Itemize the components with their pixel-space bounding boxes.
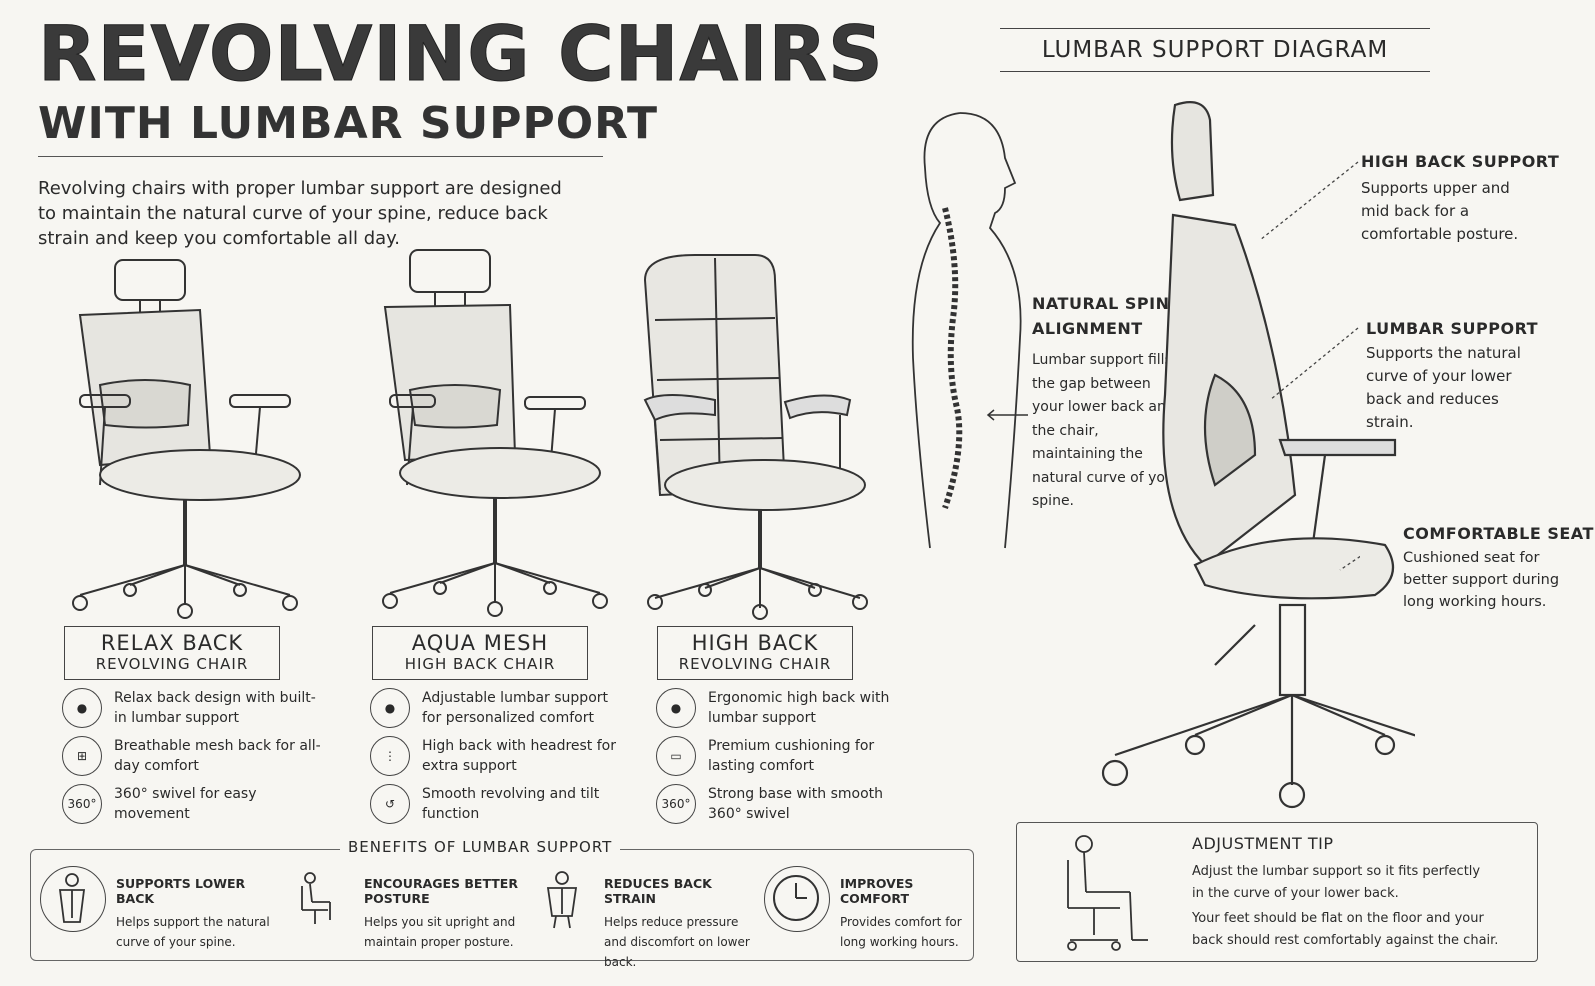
spine-pointer-arrow	[986, 409, 1028, 421]
benefit-text: Helps support the natural curve of your …	[116, 915, 270, 949]
feature-text: Strong base with smooth 360° swivel	[708, 786, 883, 822]
chair-name-box-relax-back: RELAX BACK REVOLVING CHAIR	[64, 626, 280, 680]
person-icon: ●	[370, 688, 410, 728]
diagram-title: LUMBAR SUPPORT DIAGRAM	[1000, 28, 1430, 72]
label-high-back-text: Supports upper and mid back for a comfor…	[1361, 179, 1519, 243]
back-strain-icon-drawing	[546, 871, 578, 929]
benefit-item: SUPPORTS LOWER BACK Helps support the na…	[40, 866, 270, 952]
benefit-heading: IMPROVES COMFORT	[840, 876, 914, 906]
swivel-360-icon: 360°	[62, 784, 102, 824]
page-title: REVOLVING CHAIRS	[38, 9, 884, 98]
benefit-text: Helps you sit upright and maintain prope…	[364, 915, 516, 949]
benefit-heading: REDUCES BACK STRAIN	[604, 876, 712, 906]
feature-item: 360° 360° swivel for easy movement	[62, 784, 322, 824]
feature-text: Relax back design with built-in lumbar s…	[114, 690, 316, 726]
tip-line-2: Your feet should be flat on the floor an…	[1192, 911, 1499, 948]
aqua-mesh-chair-illustration	[382, 249, 608, 617]
intro-paragraph: Revolving chairs with proper lumbar supp…	[38, 178, 562, 249]
benefit-text: Provides comfort for long working hours.	[840, 915, 962, 949]
feature-item: ● Adjustable lumbar support for personal…	[370, 688, 630, 728]
spine-heading-line-2: ALIGNMENT	[1032, 319, 1143, 338]
lower-back-icon-drawing	[58, 873, 86, 923]
feature-item: ⋮ High back with headrest for extra supp…	[370, 736, 630, 776]
feature-item: ● Relax back design with built-in lumbar…	[62, 688, 322, 728]
feature-text: Premium cushioning for lasting comfort	[708, 738, 875, 774]
page-subtitle: WITH LUMBAR SUPPORT	[38, 98, 659, 149]
tip-line-1: Adjust the lumbar support so it fits per…	[1192, 864, 1481, 901]
seated-person-icon	[1067, 835, 1148, 951]
spine-silhouette-illustration	[911, 112, 1022, 549]
benefit-item: IMPROVES COMFORT Provides comfort for lo…	[764, 866, 969, 952]
sitting-posture-icon-drawing	[301, 872, 331, 924]
feature-text: Smooth revolving and tilt function	[422, 786, 600, 822]
chair-type: REVOLVING CHAIR	[95, 655, 249, 673]
label-lumbar-text: Supports the natural curve of your lower…	[1366, 344, 1521, 431]
benefit-text: Helps reduce pressure and discomfort on …	[604, 915, 750, 969]
diagram-leader-lines	[1259, 161, 1360, 571]
feature-item: ▭ Premium cushioning for lasting comfort	[656, 736, 896, 776]
high-back-chair-illustration	[643, 254, 868, 620]
feature-text: High back with headrest for extra suppor…	[422, 738, 616, 774]
chair-name: AQUA MESH	[411, 631, 549, 655]
benefits-title: BENEFITS OF LUMBAR SUPPORT	[340, 838, 621, 856]
feature-item: ● Ergonomic high back with lumbar suppor…	[656, 688, 896, 728]
label-high-back-heading: HIGH BACK SUPPORT	[1361, 152, 1560, 171]
benefit-item: ENCOURAGES BETTER POSTURE Helps you sit …	[290, 866, 520, 952]
chair-name: HIGH BACK	[691, 631, 819, 655]
benefit-heading: SUPPORTS LOWER BACK	[116, 876, 246, 906]
mesh-icon: ⊞	[62, 736, 102, 776]
benefit-heading: ENCOURAGES BETTER POSTURE	[364, 876, 518, 906]
lower-back-icon	[40, 866, 106, 932]
benefit-item: REDUCES BACK STRAIN Helps reduce pressur…	[530, 866, 760, 972]
chair-name: RELAX BACK	[100, 631, 244, 655]
chair-type: REVOLVING CHAIR	[678, 655, 832, 673]
feature-text: Adjustable lumbar support for personaliz…	[422, 690, 609, 726]
spine-description: Lumbar support fills the gap between you…	[1032, 352, 1180, 509]
label-seat-text: Cushioned seat for better support during…	[1403, 550, 1560, 610]
chair-name-box-high-back: HIGH BACK REVOLVING CHAIR	[657, 626, 853, 680]
cushion-icon: ▭	[656, 736, 696, 776]
feature-item: 360° Strong base with smooth 360° swivel	[656, 784, 896, 824]
tilt-icon: ↺	[370, 784, 410, 824]
chair-name-box-aqua-mesh: AQUA MESH HIGH BACK CHAIR	[372, 626, 588, 680]
spine-icon: ⋮	[370, 736, 410, 776]
feature-text: 360° swivel for easy movement	[114, 786, 257, 822]
adjustment-tip-panel	[1016, 822, 1538, 962]
feature-text: Ergonomic high back with lumbar support	[708, 690, 890, 726]
spine-heading-line-1: NATURAL SPINE	[1032, 294, 1181, 313]
label-seat-heading: COMFORTABLE SEAT	[1403, 524, 1594, 543]
chair-type: HIGH BACK CHAIR	[404, 655, 556, 673]
clock-icon	[764, 866, 830, 932]
feature-item: ⊞ Breathable mesh back for all-day comfo…	[62, 736, 322, 776]
feature-item: ↺ Smooth revolving and tilt function	[370, 784, 630, 824]
person-icon: ●	[656, 688, 696, 728]
title-divider	[38, 156, 603, 157]
clock-icon-drawing	[773, 875, 819, 921]
person-icon: ●	[62, 688, 102, 728]
label-lumbar-heading: LUMBAR SUPPORT	[1366, 319, 1539, 338]
side-view-chair-illustration	[1101, 101, 1415, 809]
feature-text: Breathable mesh back for all-day comfort	[114, 738, 321, 774]
tip-heading: ADJUSTMENT TIP	[1192, 834, 1334, 853]
relax-back-chair-illustration	[72, 259, 301, 619]
swivel-360-icon: 360°	[656, 784, 696, 824]
